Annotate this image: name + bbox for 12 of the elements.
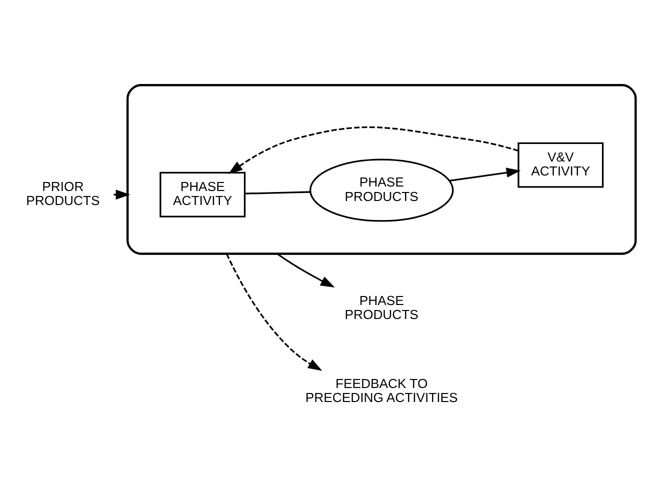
node-ellipse: PHASE PRODUCTS xyxy=(310,158,454,222)
arrow xyxy=(228,126,519,174)
node-box: V&V ACTIVITY xyxy=(518,142,604,188)
arrow xyxy=(449,167,521,182)
node-box: PHASE ACTIVITY xyxy=(160,171,246,217)
connector xyxy=(245,190,310,194)
node-text: PRIOR PRODUCTS xyxy=(26,178,100,208)
arrow xyxy=(276,252,335,288)
arrow xyxy=(226,252,322,370)
node-text: PHASE PRODUCTS xyxy=(344,292,418,322)
node-text: FEEDBACK TO PRECEDING ACTIVITIES xyxy=(305,376,458,405)
cluster xyxy=(126,84,637,254)
